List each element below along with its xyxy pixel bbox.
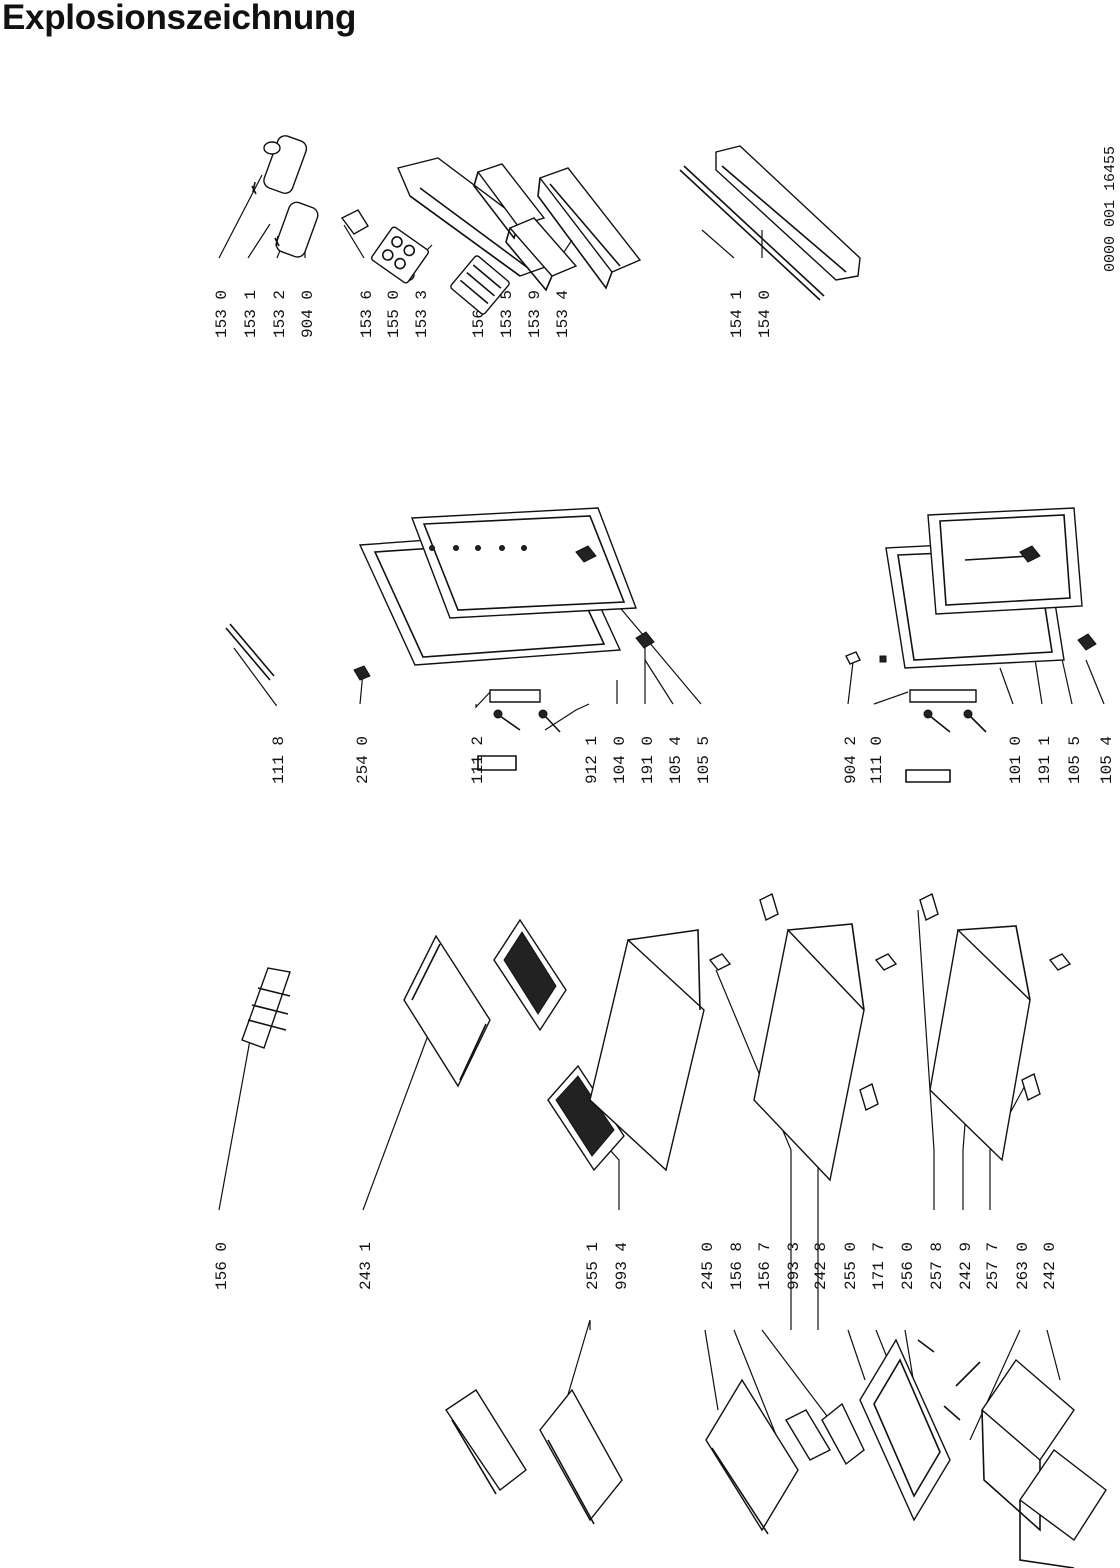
part-number-label: 255 1 (584, 1242, 602, 1290)
part-number-label: 153 4 (554, 290, 572, 338)
part-number-label: 111 0 (868, 736, 886, 784)
page-title: Explosionszeichnung (2, 0, 357, 37)
part-number-label: 105 5 (695, 736, 713, 784)
part-number-label: 263 0 (1014, 1242, 1032, 1290)
part-number-label: 191 0 (639, 736, 657, 784)
part-number-label: 156 7 (756, 1242, 774, 1290)
part-number-label: 154 1 (728, 290, 746, 338)
part-number-label: 153 5 (498, 290, 516, 338)
part-number-label: 153 1 (242, 290, 260, 338)
part-number-label: 105 4 (1098, 736, 1116, 784)
part-number-label: 105 4 (667, 736, 685, 784)
part-number-label: 153 9 (526, 290, 544, 338)
part-number-label: 153 2 (271, 290, 289, 338)
part-number-label: 904 2 (842, 736, 860, 784)
part-number-label: 155 0 (385, 290, 403, 338)
part-number-label: 104 0 (611, 736, 629, 784)
part-number-label: 171 7 (870, 1242, 888, 1290)
part-number-label: 153 6 (358, 290, 376, 338)
part-number-label: 242 8 (812, 1242, 830, 1290)
part-number-label: 245 0 (699, 1242, 717, 1290)
door-accessory-parts (251, 135, 861, 315)
part-number-label: 254 0 (354, 736, 372, 784)
shelf-drawer-parts (241, 893, 1107, 1568)
part-number-label: 156 8 (728, 1242, 746, 1290)
door-frame-parts (225, 507, 1097, 783)
part-number-label: 242 0 (1041, 1242, 1059, 1290)
part-number-label: 993 3 (785, 1242, 803, 1290)
part-number-label: 912 1 (583, 736, 601, 784)
part-number-label: 154 0 (756, 290, 774, 338)
part-number-label: 904 0 (299, 290, 317, 338)
part-number-label: 993 4 (613, 1242, 631, 1290)
part-number-label: 101 0 (1007, 736, 1025, 784)
part-number-label: 105 5 (1066, 736, 1084, 784)
part-number-label: 153 3 (413, 290, 431, 338)
label-group-shelves-drawers: 156 0 243 1 255 1 993 4 245 0 156 8 156 7 993 3… (213, 1242, 1059, 1290)
drawing-code: 0000 001 16455 (1102, 146, 1119, 272)
part-number-label: 156 0 (213, 1242, 231, 1290)
part-number-label: 242 9 (957, 1242, 975, 1290)
part-number-label: 243 1 (357, 1242, 375, 1290)
part-number-label: 256 0 (899, 1242, 917, 1290)
part-number-label: 257 8 (928, 1242, 946, 1290)
part-number-label: 153 0 (213, 290, 231, 338)
part-number-label: 191 1 (1036, 736, 1054, 784)
part-number-label: 111 8 (270, 736, 288, 784)
part-number-label: 255 0 (842, 1242, 860, 1290)
part-number-label: 257 7 (984, 1242, 1002, 1290)
